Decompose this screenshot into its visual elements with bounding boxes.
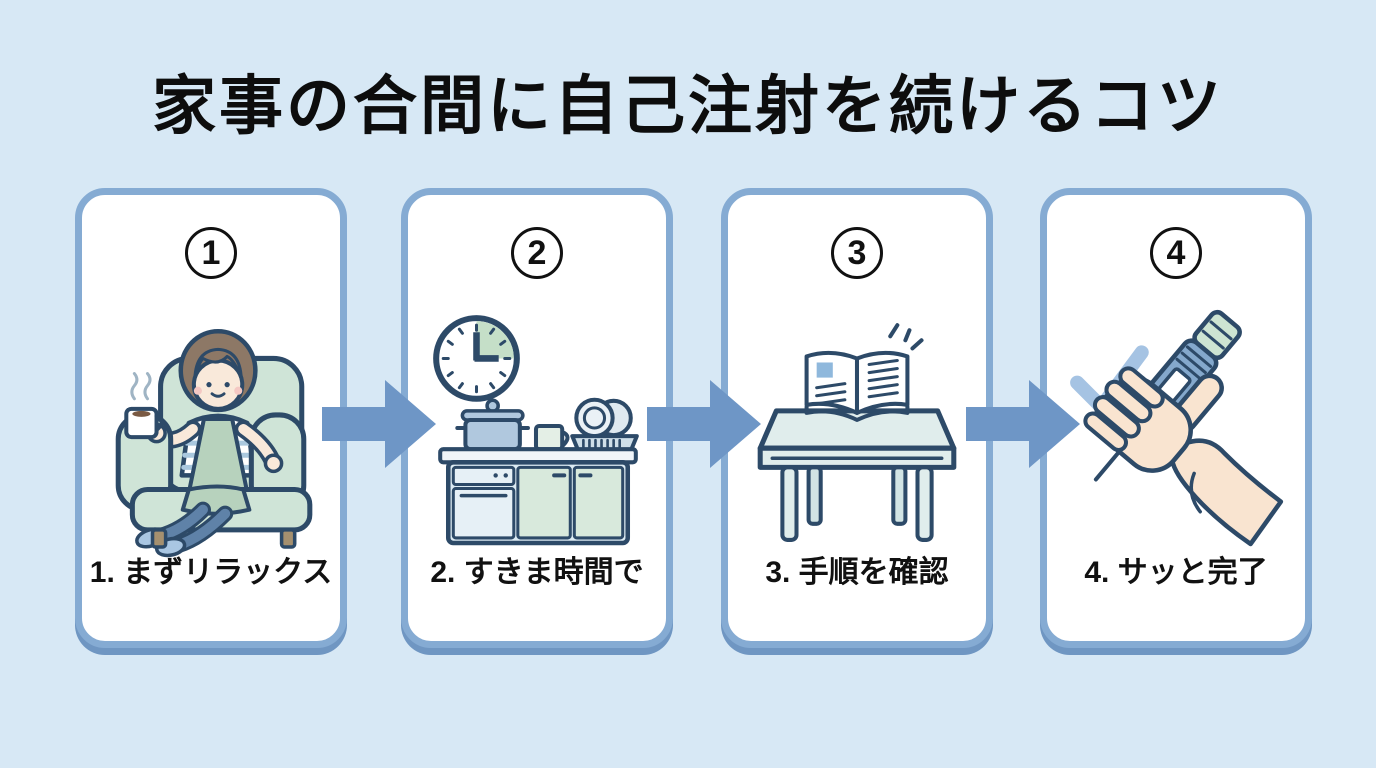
steam [130, 372, 152, 401]
step-caption-2: 2. すきま時間で [430, 556, 644, 589]
injection-pen-icon [1083, 309, 1242, 482]
open-book-icon [804, 350, 910, 422]
manual-illustration [757, 323, 957, 542]
coffee-mug-icon [124, 372, 164, 440]
finger [1118, 366, 1165, 409]
step-number-badge-3: 3 [831, 227, 883, 279]
mug-icon [533, 423, 570, 452]
step-number-badge-2: 2 [511, 227, 563, 279]
clock-icon [433, 315, 520, 402]
wrist [1169, 438, 1284, 547]
step-caption-3: 3. 手順を確認 [765, 556, 949, 589]
cooking-pot-icon [455, 398, 530, 452]
step-caption-1: 1. まずリラックス [89, 556, 333, 589]
kitchen-cabinets [445, 460, 631, 546]
hand [263, 453, 284, 474]
arrow-right-icon [966, 380, 1080, 468]
chair-leg [150, 528, 168, 549]
arrow-right-icon [322, 380, 436, 468]
relax-illustration [115, 328, 313, 558]
kitchen-illustration [433, 315, 639, 546]
step-number-badge-1: 1 [185, 227, 237, 279]
chair-leg [279, 528, 297, 549]
blush [193, 386, 202, 395]
dish-rack-icon [570, 397, 639, 456]
step-card-2: 2 [401, 188, 673, 648]
smile [210, 392, 226, 398]
sparkle-icon [888, 323, 924, 351]
eye [206, 382, 212, 388]
eye [224, 382, 230, 388]
step-number-badge-4: 4 [1150, 227, 1202, 279]
step-card-4: 4 [1040, 188, 1312, 648]
blush [234, 386, 243, 395]
finger [1104, 379, 1153, 424]
face [191, 358, 245, 411]
finger [1092, 395, 1141, 439]
arrow-right-icon [647, 380, 761, 468]
palm-crease [1189, 471, 1202, 514]
injection-illustration [1070, 309, 1284, 547]
page-title: 家事の合間に自己注射を続けるコツ [152, 70, 1224, 142]
step-caption-4: 4. サッと完了 [1084, 556, 1268, 589]
bangs [193, 347, 243, 381]
table [757, 408, 957, 542]
step-card-1: 1 [75, 188, 347, 648]
finger [1083, 411, 1129, 452]
